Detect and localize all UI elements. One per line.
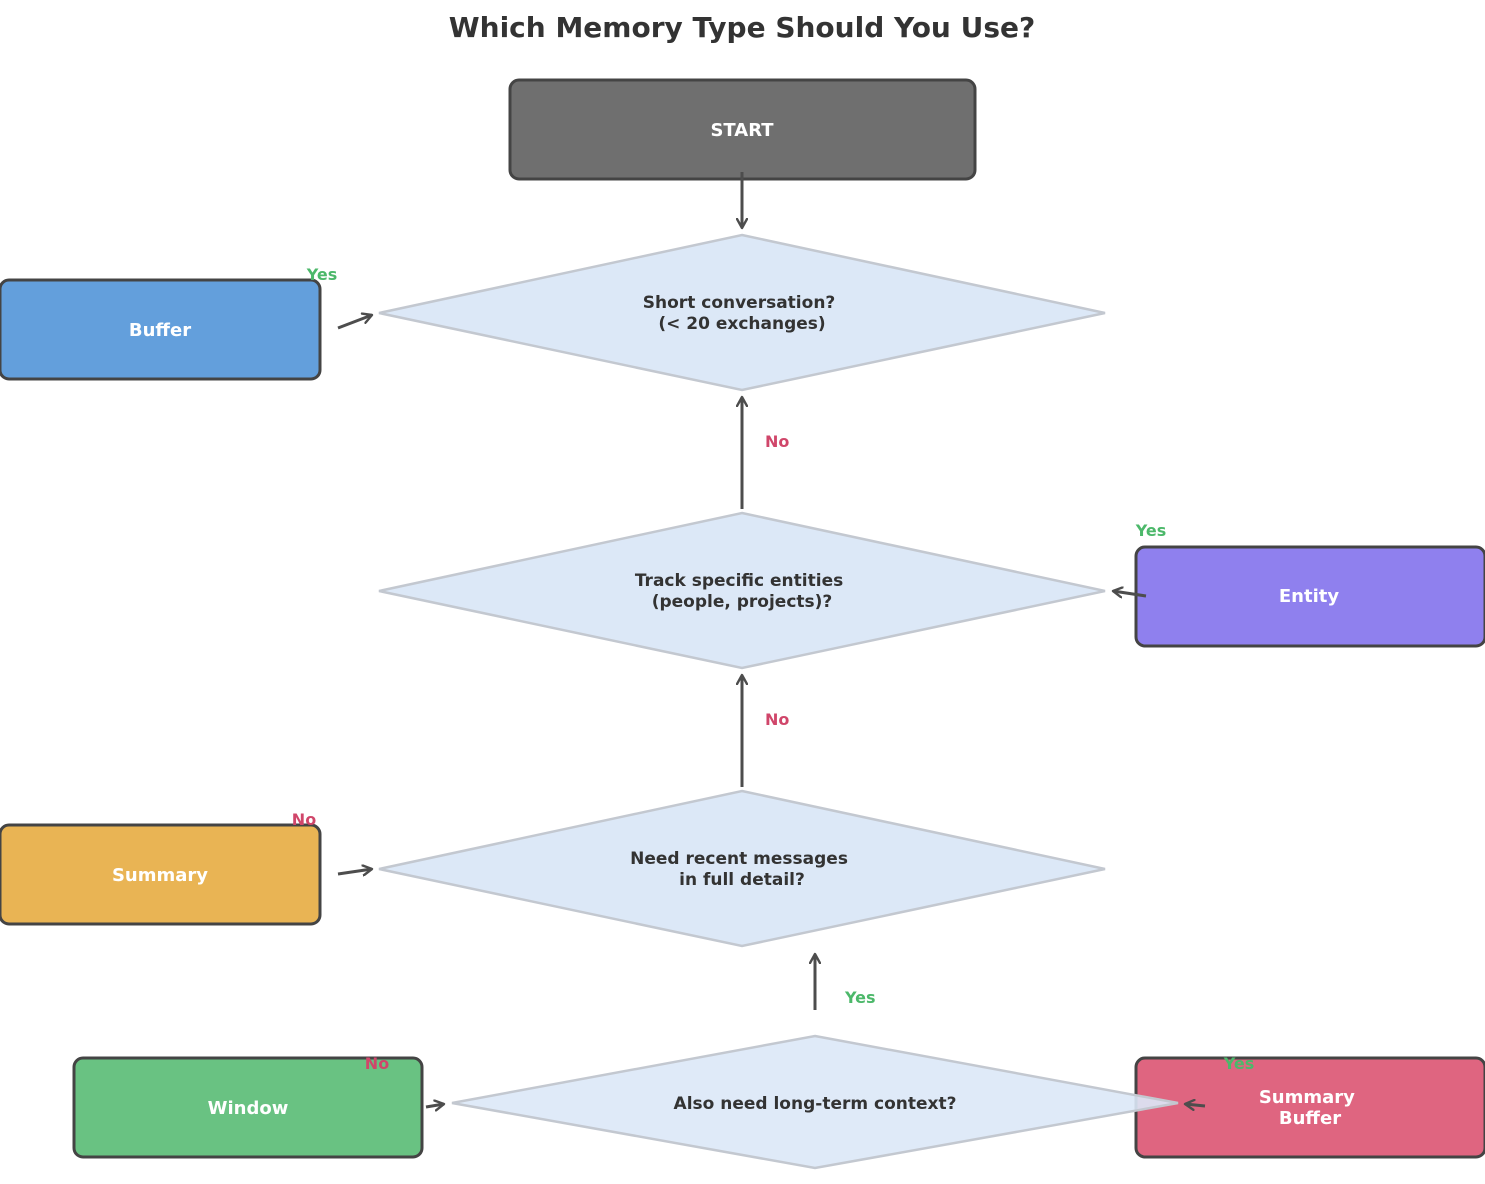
edge-label-longterm-yes: Yes bbox=[844, 988, 876, 1007]
decision-recent-line-2: in full detail? bbox=[679, 870, 805, 890]
arrow-window-to-longterm bbox=[425, 1104, 444, 1107]
edge-label-buffer-yes: Yes bbox=[306, 265, 338, 284]
edge-label-short-no: No bbox=[765, 432, 789, 451]
result-entity: Entity bbox=[1134, 545, 1485, 648]
decision-entities-line-1: Track specific entities bbox=[635, 571, 843, 591]
arrows bbox=[337, 172, 1206, 1107]
result-buffer: Buffer bbox=[0, 278, 322, 381]
edge-label-entities-no: No bbox=[765, 710, 789, 729]
result-summary: Summary bbox=[0, 823, 322, 926]
edge-label-summary-no: No bbox=[292, 810, 316, 829]
edge-label-window-no: No bbox=[365, 1054, 389, 1073]
decision-short-line-2: (< 20 exchanges) bbox=[658, 314, 825, 334]
result-window-label: Window bbox=[208, 1098, 289, 1119]
decision-short-line-1: Short conversation? bbox=[643, 293, 836, 313]
svg-text:Short conversation? (< 2: Short conversation? (< 20 exchanges) bbox=[643, 293, 841, 334]
decision-longterm-line-1: Also need long-term context? bbox=[674, 1094, 957, 1114]
decision-long-term-context: Also need long-term context? bbox=[451, 1034, 1179, 1170]
result-entity-label: Entity bbox=[1279, 586, 1339, 607]
result-summary-buffer-line-2: Buffer bbox=[1279, 1108, 1341, 1129]
arrow-summary-buffer-to-longterm bbox=[1185, 1104, 1206, 1106]
diagram-title: Which Memory Type Should You Use? bbox=[449, 11, 1036, 44]
edge-label-entity-yes: Yes bbox=[1135, 521, 1167, 540]
decision-recent-messages: Need recent messages in full detail? bbox=[378, 789, 1106, 948]
arrow-summary-to-recent bbox=[337, 869, 372, 874]
svg-text:Need recent messages in: Need recent messages in full detail? bbox=[630, 849, 854, 890]
decision-entities-line-2: (people, projects)? bbox=[652, 592, 833, 612]
arrow-buffer-to-short bbox=[337, 315, 372, 330]
svg-text:Track specific entities: Track specific entities (people, project… bbox=[635, 571, 849, 612]
start-node: START bbox=[508, 78, 977, 181]
decision-track-entities: Track specific entities (people, project… bbox=[378, 511, 1106, 670]
decision-recent-line-1: Need recent messages bbox=[630, 849, 848, 869]
svg-text:Summary Buffer: Summary Buffer bbox=[1259, 1087, 1361, 1129]
result-summary-buffer: Summary Buffer bbox=[1134, 1056, 1485, 1159]
decision-short-conversation: Short conversation? (< 20 exchanges) bbox=[378, 233, 1106, 392]
result-summary-buffer-line-1: Summary bbox=[1259, 1087, 1355, 1108]
result-summary-label: Summary bbox=[112, 865, 208, 886]
result-window: Window bbox=[72, 1056, 424, 1159]
start-node-label: START bbox=[710, 120, 774, 141]
arrow-entity-to-entities bbox=[1113, 591, 1147, 596]
result-buffer-label: Buffer bbox=[129, 320, 191, 341]
edge-label-summary-buffer-yes: Yes bbox=[1223, 1054, 1255, 1073]
